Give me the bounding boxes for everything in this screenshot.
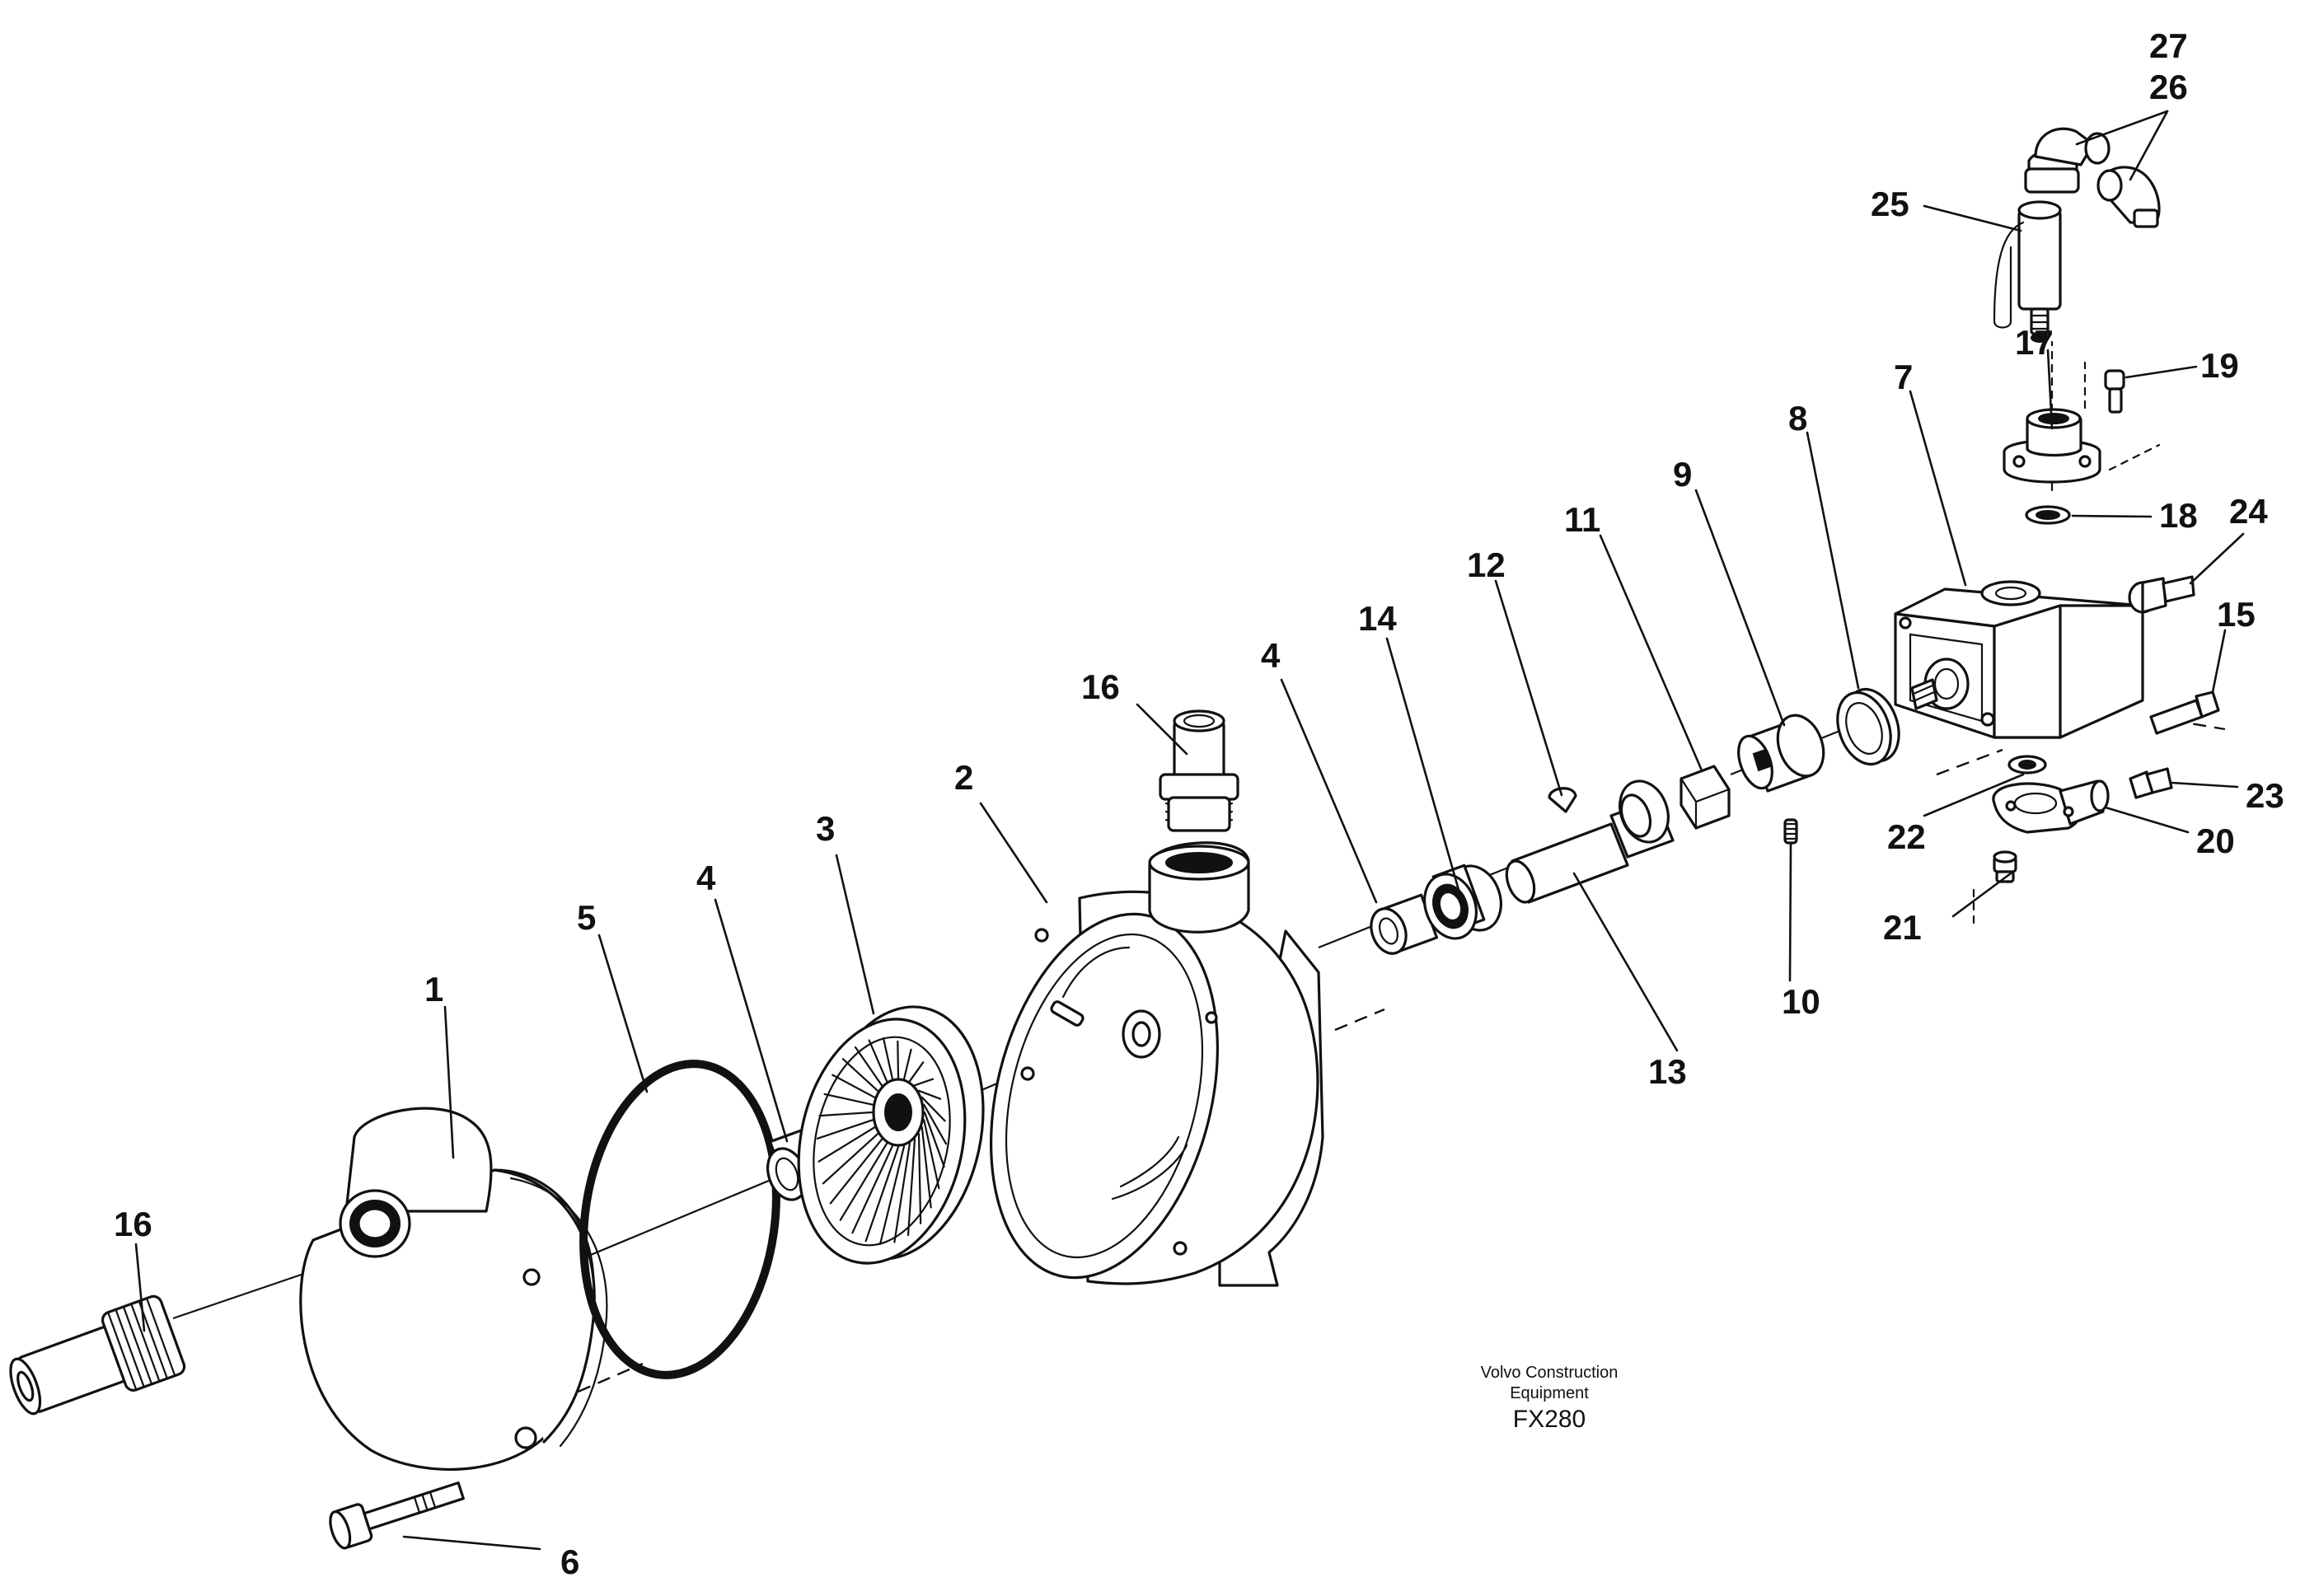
callout-12: 12 (1467, 545, 1506, 584)
callout-3: 3 (816, 809, 835, 848)
impeller-vane (907, 1138, 916, 1237)
part-18-washer (2025, 505, 2071, 525)
impeller-vane (897, 1040, 900, 1079)
part-7-hydraulic-motor (1894, 580, 2144, 739)
watermark-code: FX280 (1513, 1406, 1586, 1433)
callout-14: 14 (1358, 599, 1397, 638)
callout-22: 22 (1887, 817, 1926, 856)
callout-1: 1 (424, 970, 443, 1009)
part-16-nipple-outlet (1159, 709, 1239, 832)
callout-17: 17 (2015, 323, 2054, 362)
part-20-elbow-flange (1992, 779, 2110, 834)
impeller-vane (851, 1144, 894, 1234)
impeller-vane (923, 1119, 940, 1190)
leader-lines (134, 110, 2245, 1551)
callout-9: 9 (1673, 455, 1692, 494)
impeller-vane (902, 1048, 912, 1080)
impeller-vane (908, 1061, 925, 1083)
callout-4-lower: 4 (696, 859, 716, 897)
part-26-elbow-lower (2024, 127, 2111, 194)
part-25-sensor (1993, 200, 2062, 343)
impeller-vane (878, 1144, 906, 1246)
callout-15: 15 (2217, 595, 2256, 634)
part-10-set-screw (1783, 818, 1798, 845)
impeller-vane (923, 1111, 945, 1168)
part-5-o-ring (579, 1060, 780, 1379)
callout-25: 25 (1871, 185, 1909, 223)
callout-16-lower: 16 (114, 1205, 152, 1243)
callout-20: 20 (2196, 821, 2235, 860)
callout-4-upper: 4 (1261, 636, 1281, 675)
impeller-vane (868, 1039, 888, 1083)
part-14-bearing (1423, 864, 1502, 940)
impeller-vane (823, 1093, 874, 1106)
impeller-vane (822, 1133, 879, 1185)
part-3-impeller (797, 1005, 985, 1265)
callout-19: 19 (2200, 346, 2239, 385)
part-13-shaft (1505, 779, 1675, 904)
impeller-vane (832, 1074, 876, 1098)
watermark-line2: Equipment (1510, 1384, 1589, 1402)
callout-10: 10 (1782, 982, 1820, 1021)
part-6-bolt (329, 1481, 465, 1550)
impeller-vane (841, 1058, 879, 1092)
part-11-block (1680, 765, 1731, 830)
part-16-nipple-inlet (9, 1294, 186, 1416)
callout-5: 5 (577, 898, 596, 937)
callout-11: 11 (1564, 500, 1600, 539)
impeller-vane (923, 1103, 948, 1145)
impeller-vane (839, 1142, 888, 1221)
part-21-screw (1993, 850, 2017, 883)
callout-7: 7 (1894, 358, 1913, 396)
watermark: Volvo Construction Equipment FX280 (1481, 1364, 1619, 1433)
impeller-vane (854, 1046, 883, 1087)
impeller-vane (829, 1138, 883, 1205)
callout-8: 8 (1788, 399, 1807, 438)
impeller-vane (864, 1145, 900, 1243)
part-12-key (1548, 787, 1577, 813)
part-8-seal-ring (1836, 687, 1900, 766)
part-19-screw (2104, 369, 2125, 414)
part-24-fitting (2128, 575, 2195, 614)
impeller-vane (917, 1133, 922, 1224)
part-15-plug (2149, 690, 2220, 735)
callout-24: 24 (2229, 492, 2268, 531)
impeller-vane (913, 1078, 935, 1087)
impeller-vane (882, 1037, 894, 1080)
callout-16-upper: 16 (1081, 667, 1120, 706)
callout-18: 18 (2159, 496, 2198, 535)
part-1-pump-cover (299, 1107, 608, 1471)
impeller-vane (818, 1126, 876, 1163)
callout-13: 13 (1648, 1052, 1687, 1091)
impeller-vane (921, 1126, 932, 1209)
impeller-vane (816, 1119, 874, 1140)
impeller-vane (818, 1111, 874, 1117)
callout-6: 6 (560, 1542, 579, 1581)
callout-27: 27 (2149, 26, 2188, 65)
impeller-vane (893, 1142, 911, 1243)
callout-labels: 1 2 3 4 4 5 6 7 8 9 10 11 12 13 14 15 16… (114, 26, 2284, 1581)
impeller-vane (917, 1089, 942, 1100)
callout-2: 2 (954, 758, 973, 797)
callout-26: 26 (2149, 68, 2188, 106)
part-17-flange (2003, 408, 2101, 484)
part-2-pump-housing (990, 841, 1324, 1287)
part-27-elbow-upper (2096, 166, 2161, 228)
callout-21: 21 (1883, 908, 1922, 947)
callout-23: 23 (2246, 776, 2284, 815)
watermark-line1: Volvo Construction (1481, 1364, 1619, 1382)
part-9-coupling (1737, 714, 1825, 793)
part-23-fitting (2129, 767, 2173, 799)
part-22-washer (2007, 755, 2047, 775)
part-4-bushing-upper (1370, 893, 1439, 955)
impeller-vane (921, 1096, 946, 1122)
